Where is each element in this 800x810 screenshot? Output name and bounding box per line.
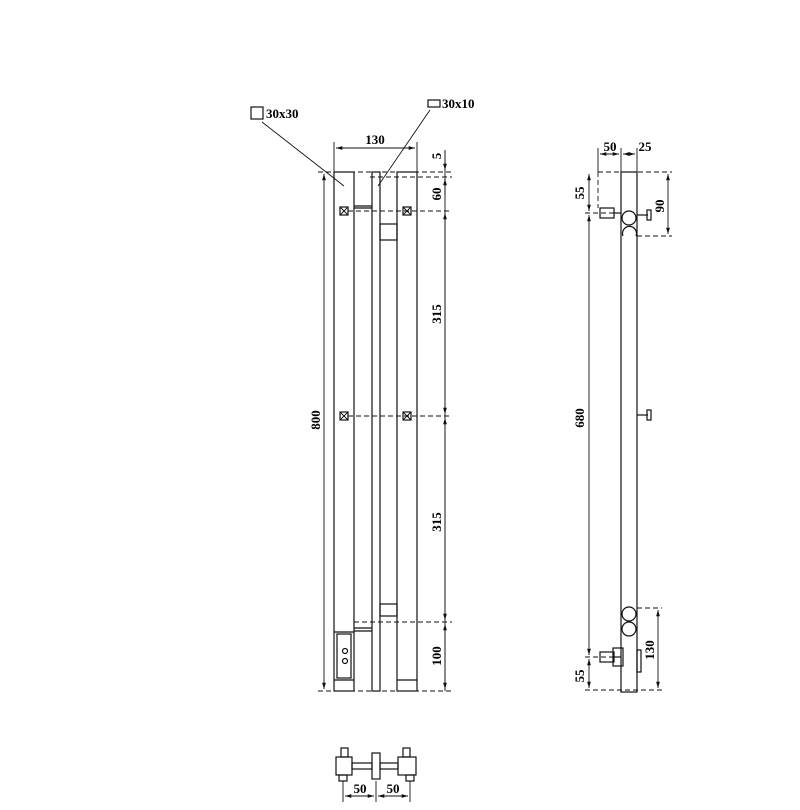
dim-height: 800: [308, 410, 323, 430]
dim-bottom-offset: 100: [429, 646, 444, 666]
dim-spacing-upper: 315: [429, 304, 444, 324]
dim-wall-gap: 25: [639, 139, 653, 154]
front-view: 130 800 5 60 315 315 100: [308, 132, 452, 692]
dim-outlet-offset: 130: [642, 640, 657, 660]
profile-rect-text: 30x10: [442, 96, 475, 111]
dim-side-bottom-offset: 55: [572, 669, 587, 683]
dim-top-offset: 60: [429, 188, 444, 201]
heater-switch-icon: [341, 657, 349, 665]
mount-mid-left: [339, 411, 349, 421]
dim-center-spacing: 680: [572, 408, 587, 428]
dim-width: 130: [365, 132, 385, 147]
heater-block: [336, 633, 352, 679]
dim-side-top-offset: 55: [572, 186, 587, 200]
heater-indicator-icon: [341, 647, 349, 655]
dim-spacing-lower: 315: [429, 512, 444, 532]
dim-depth: 50: [604, 139, 617, 154]
dim-bottom-left-spacing: 50: [354, 781, 367, 796]
dim-top-gap: 5: [429, 152, 444, 159]
profile-label-square: 30x30: [250, 106, 345, 187]
top-valve-icon: [621, 210, 637, 226]
left-bar: [333, 171, 355, 692]
profile-square-text: 30x30: [266, 106, 299, 121]
dim-inlet-offset: 90: [652, 200, 667, 213]
profile-label-rect: 30x10: [377, 96, 475, 187]
bottom-view: 50 50: [335, 747, 417, 802]
dim-bottom-right-spacing: 50: [387, 781, 400, 796]
side-bar: [620, 171, 638, 693]
side-view: 50 25 55 680 55 90 130: [572, 139, 672, 693]
bottom-valve-icon: [621, 606, 637, 622]
right-bar: [396, 171, 418, 692]
mount-top-left: [339, 206, 349, 216]
middle-bar: [371, 171, 381, 692]
